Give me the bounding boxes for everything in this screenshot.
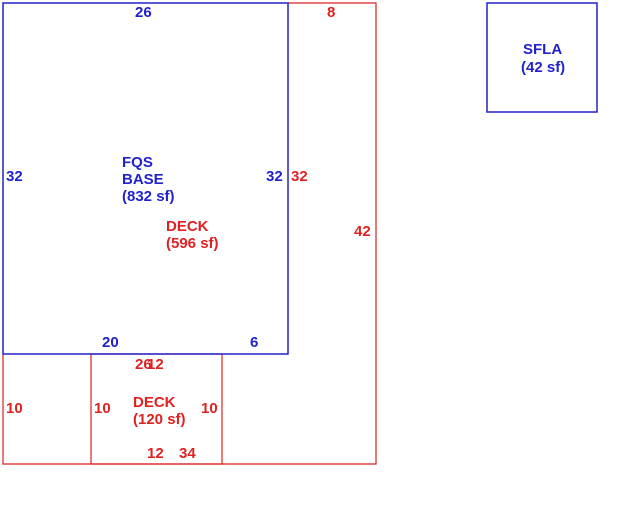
deck-small-dim-left: 10	[94, 400, 111, 417]
deck-main-name: DECK	[166, 218, 209, 235]
deck-main-dim-bottom-overlap-a: 26	[135, 356, 152, 373]
deck-small-dim-bottom: 12	[147, 445, 164, 462]
deck-main-dim-right-inner: 32	[291, 168, 308, 185]
base-outline	[2, 2, 289, 355]
base-name: FQS	[122, 154, 153, 171]
base-dim-right: 32	[266, 168, 283, 185]
deck-main-dim-bottom: 34	[179, 445, 196, 462]
deck-small-area: (120 sf)	[133, 411, 186, 428]
deck-main-area: (596 sf)	[166, 235, 219, 252]
base-dim-bottom-b: 6	[250, 334, 258, 351]
sfla-area: (42 sf)	[521, 59, 565, 76]
deck-small-name: DECK	[133, 394, 176, 411]
base-name2: BASE	[122, 171, 164, 188]
base-dim-left: 32	[6, 168, 23, 185]
deck-main-dim-right-outer: 42	[354, 223, 371, 240]
deck-main-dim-top: 8	[327, 4, 335, 21]
base-area: (832 sf)	[122, 188, 175, 205]
deck-main-dim-left: 10	[6, 400, 23, 417]
deck-main-dim-bottom-overlap-b: 12	[147, 356, 164, 373]
base-dim-bottom-a: 20	[102, 334, 119, 351]
base-dim-top: 26	[135, 4, 152, 21]
deck-small-dim-right: 10	[201, 400, 218, 417]
deck-main-outline	[2, 2, 377, 465]
sfla-name: SFLA	[523, 41, 562, 58]
sfla-outline	[486, 2, 598, 113]
